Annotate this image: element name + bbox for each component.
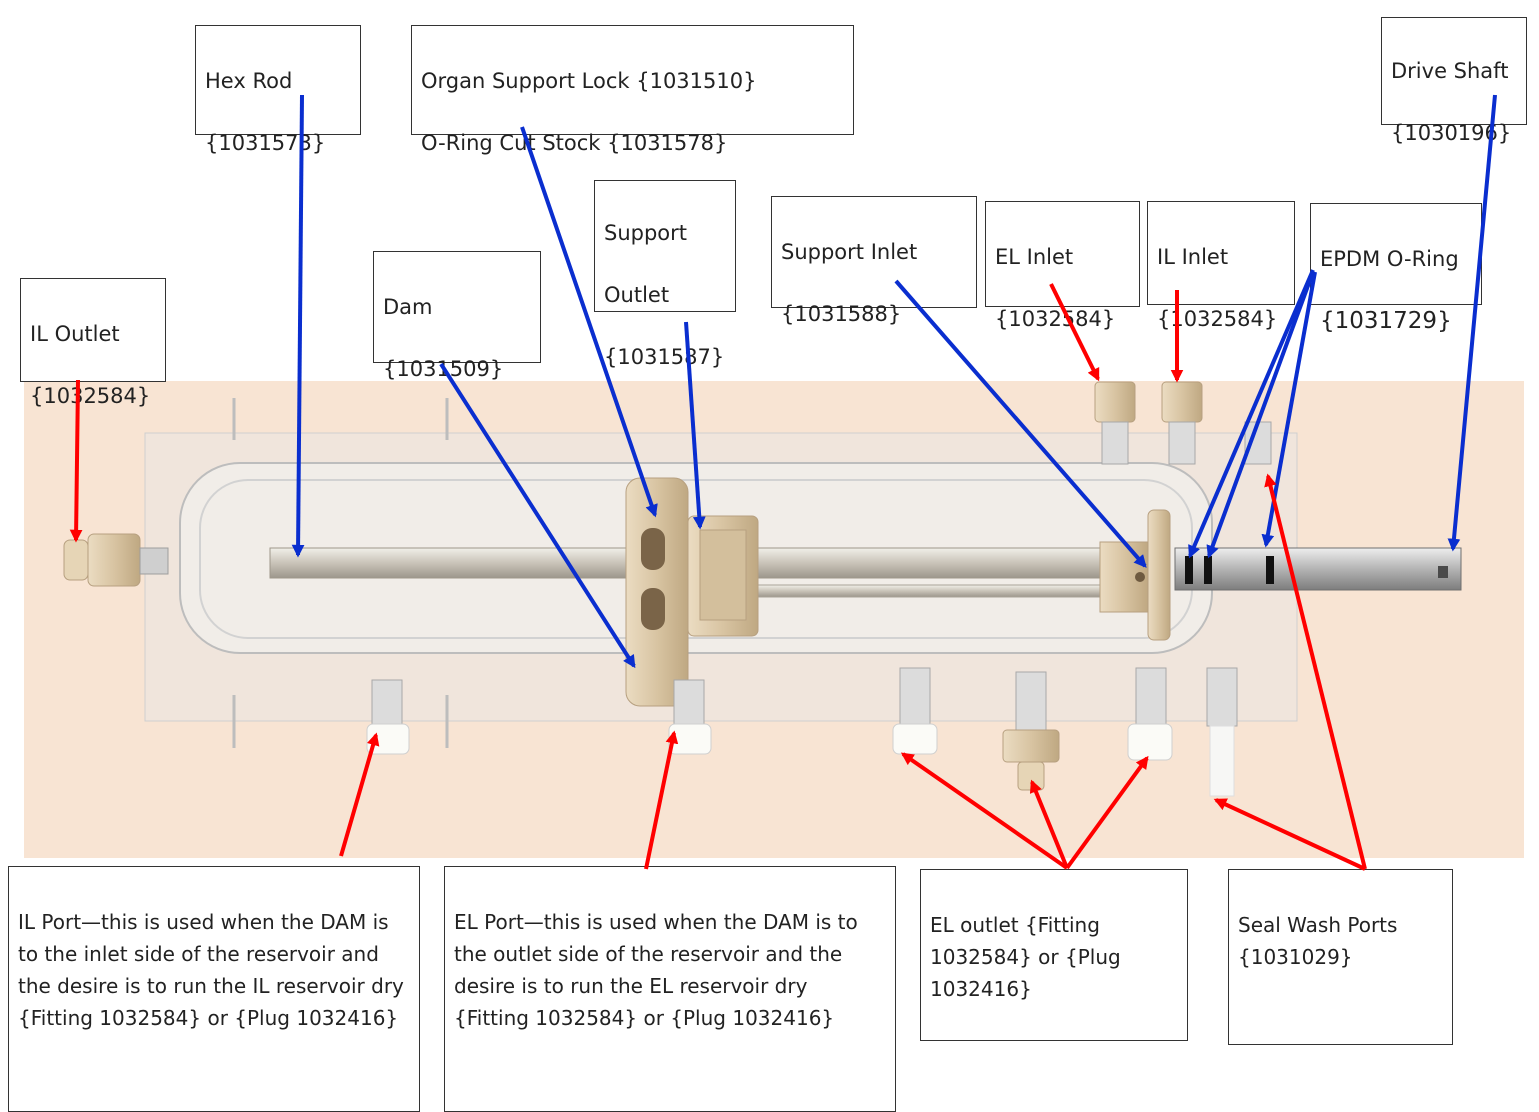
epdm-part: {1031729} — [1320, 306, 1473, 337]
label-support-outlet: Support Outlet {1031587} — [594, 180, 736, 312]
organ-support-lock — [626, 478, 688, 706]
el-inlet-part: {1032584} — [995, 304, 1131, 335]
label-epdm-o-ring: EPDM O-Ring {1031729} — [1310, 203, 1482, 305]
label-organ-support: Organ Support Lock {1031510} O-Ring Cut … — [411, 25, 854, 135]
label-drive-shaft: Drive Shaft {1030196} — [1381, 17, 1527, 125]
label-seal-wash: Seal Wash Ports {1031029} — [1228, 869, 1453, 1045]
drive-shaft-name: Drive Shaft — [1391, 56, 1518, 87]
organ-support-line1: Organ Support Lock {1031510} — [421, 66, 845, 97]
drive-shaft-part: {1030196} — [1391, 118, 1518, 149]
label-il-outlet: IL Outlet {1032584} — [20, 278, 166, 382]
label-il-inlet: IL Inlet {1032584} — [1147, 201, 1295, 305]
hex-rod-name: Hex Rod — [205, 66, 352, 97]
support-outlet — [688, 516, 758, 636]
support-outlet-part: {1031587} — [604, 342, 727, 373]
il-outlet-name: IL Outlet — [30, 319, 157, 350]
drive-shaft — [1175, 548, 1461, 590]
il-outlet-part: {1032584} — [30, 381, 157, 412]
el-inlet-name: EL Inlet — [995, 242, 1131, 273]
support-inlet-name: Support Inlet — [781, 237, 968, 268]
support-inlet-part: {1031588} — [781, 299, 968, 330]
drive-shaft-slot — [1438, 566, 1448, 578]
dam-name: Dam — [383, 292, 532, 323]
label-hex-rod: Hex Rod {1031573} — [195, 25, 361, 135]
label-el-outlet: EL outlet {Fitting 1032584} or {Plug 103… — [920, 869, 1188, 1041]
support-outlet-line2: Outlet — [604, 280, 727, 311]
hex-rod-part: {1031573} — [205, 128, 352, 159]
el-port-text: EL Port—this is used when the DAM is to … — [454, 906, 887, 1034]
label-el-inlet: EL Inlet {1032584} — [985, 201, 1140, 307]
il-inlet-name: IL Inlet — [1157, 242, 1286, 273]
epdm-name: EPDM O-Ring — [1320, 244, 1473, 275]
label-support-inlet: Support Inlet {1031588} — [771, 196, 977, 308]
organ-support-line2: O-Ring Cut Stock {1031578} — [421, 128, 845, 159]
support-outlet-line1: Support — [604, 218, 727, 249]
el-outlet-text: EL outlet {Fitting 1032584} or {Plug 103… — [930, 909, 1157, 1005]
seal-wash-text: Seal Wash Ports {1031029} — [1238, 909, 1432, 973]
lower-rod — [715, 585, 1115, 597]
label-il-port: IL Port—this is used when the DAM is to … — [8, 866, 420, 1112]
il-inlet-part: {1032584} — [1157, 304, 1286, 335]
inlet-fittings — [1095, 382, 1271, 464]
label-dam: Dam {1031509} — [373, 251, 541, 363]
label-el-port: EL Port—this is used when the DAM is to … — [444, 866, 896, 1112]
dam-part: {1031509} — [383, 354, 532, 385]
il-port-text: IL Port—this is used when the DAM is to … — [18, 906, 411, 1034]
